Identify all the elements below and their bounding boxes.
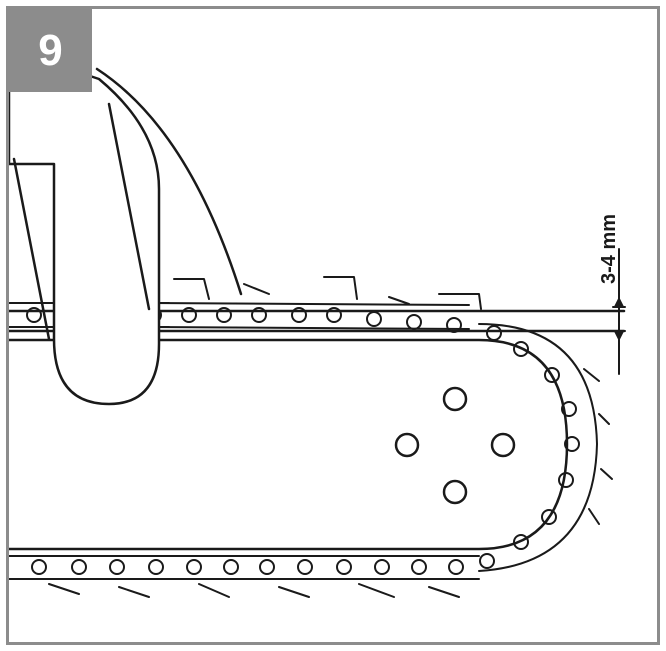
guide-bar-outline bbox=[9, 338, 569, 551]
finger-second-line bbox=[107, 102, 151, 311]
step-number-badge: 9 bbox=[9, 9, 92, 92]
nose-chain bbox=[478, 323, 613, 572]
finger-inner-line bbox=[12, 157, 51, 341]
finger-curve bbox=[95, 67, 243, 296]
step-number: 9 bbox=[38, 25, 63, 75]
bar-holes bbox=[394, 386, 516, 505]
finger-outline bbox=[9, 47, 161, 406]
dimension-label: 3-4 mm bbox=[598, 214, 620, 284]
dimension-marker bbox=[612, 248, 626, 375]
lower-chain bbox=[9, 553, 495, 598]
instruction-panel: 9 bbox=[6, 6, 660, 645]
chain-tension-diagram: 3-4 mm bbox=[9, 47, 626, 598]
